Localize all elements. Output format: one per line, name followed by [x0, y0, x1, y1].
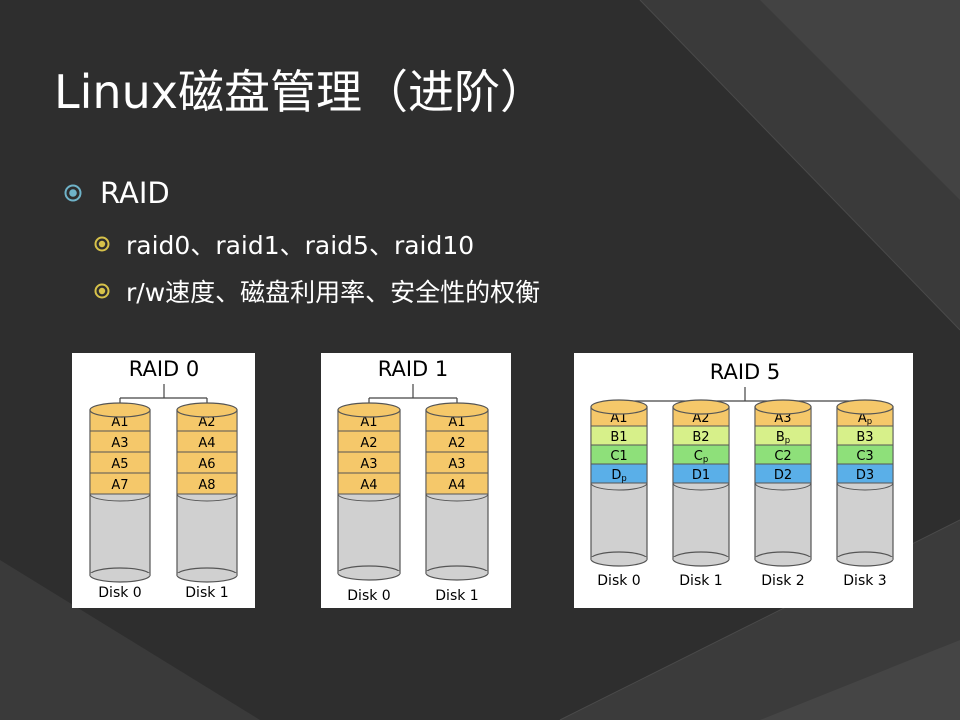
block-label: A3 [111, 436, 128, 451]
block-label: A2 [360, 436, 377, 451]
disk-label: Disk 0 [347, 588, 390, 604]
block-label: A4 [198, 436, 215, 451]
block-curve [672, 482, 730, 491]
disk-body-fill [837, 557, 893, 560]
block-curve [425, 493, 489, 502]
disk-top [89, 402, 151, 418]
stripe-block [590, 463, 648, 484]
parity-subscript: p [785, 435, 790, 445]
diagram-title: RAID 5 [710, 360, 781, 384]
disk-label: Disk 1 [435, 588, 478, 604]
block-label: A1 [610, 411, 627, 426]
block-label: A3 [360, 457, 377, 472]
block-label: A1 [111, 415, 128, 430]
disk-label: Disk 2 [761, 573, 804, 589]
block-label: A8 [198, 478, 215, 493]
disk-body-fill [338, 571, 400, 574]
stripe-block [754, 463, 812, 484]
bullet-text: raid0、raid1、raid5、raid10 [126, 231, 475, 260]
bullet-level2: r/w速度、磁盘利用率、安全性的权衡 [94, 273, 540, 309]
disk-body-fill [673, 557, 729, 560]
block-label: D3 [856, 468, 874, 483]
block-curve [836, 482, 894, 491]
parity-subscript: p [867, 416, 872, 426]
block-label: B1 [610, 430, 627, 445]
stripe-block [89, 472, 151, 495]
disk-label: Disk 1 [185, 585, 228, 601]
block-label: A3 [774, 411, 791, 426]
block-label: D2 [774, 468, 792, 483]
block-label: B2 [692, 430, 709, 445]
stripe-block [836, 463, 894, 484]
parity-subscript: p [703, 454, 708, 464]
block-label: C3 [856, 449, 873, 464]
disk-body-fill [90, 573, 150, 576]
block-label: A2 [448, 436, 465, 451]
block-label: A6 [198, 457, 215, 472]
block-curve [590, 482, 648, 491]
disk-top [836, 399, 894, 415]
disk-top [337, 402, 401, 418]
block-label: C1 [610, 449, 627, 464]
block-label: A1 [448, 415, 465, 430]
bullet-text: r/w速度、磁盘利用率、安全性的权衡 [126, 278, 541, 307]
block-label: B3 [856, 430, 873, 445]
block-label: D1 [692, 468, 710, 483]
disk-label: Disk 0 [98, 585, 141, 601]
circle-bullet-icon [94, 236, 110, 252]
disk-label: Disk 1 [679, 573, 722, 589]
disk-top [672, 399, 730, 415]
block-curve [176, 493, 238, 502]
circle-bullet-icon [94, 283, 110, 299]
disk-top [176, 402, 238, 418]
slide-title: Linux磁盘管理（进阶） [54, 65, 546, 119]
disk-body-fill [177, 573, 237, 576]
block-label: A3 [448, 457, 465, 472]
stripe-block [176, 472, 238, 495]
block-label: A1 [360, 415, 377, 430]
diagram-title: RAID 0 [129, 357, 200, 381]
block-curve [754, 482, 812, 491]
bullet-level2: raid0、raid1、raid5、raid10 [94, 226, 474, 262]
bullet-text: RAID [100, 176, 170, 210]
disk-top [425, 402, 489, 418]
disk-body-fill [591, 557, 647, 560]
block-label: A2 [692, 411, 709, 426]
block-label: A5 [111, 457, 128, 472]
disk-label: Disk 3 [843, 573, 886, 589]
block-curve [337, 493, 401, 502]
stripe-block [672, 463, 730, 484]
block-curve [89, 493, 151, 502]
disk-label: Disk 0 [597, 573, 640, 589]
disk-top [590, 399, 648, 415]
block-label: A7 [111, 478, 128, 493]
disk-top [754, 399, 812, 415]
disk-body-fill [755, 557, 811, 560]
stripe-block [425, 472, 489, 495]
diagram-title: RAID 1 [378, 357, 449, 381]
bullet-level1: RAID [64, 176, 170, 210]
circle-bullet-icon [64, 184, 82, 202]
stripe-block [337, 472, 401, 495]
block-label: C2 [774, 449, 791, 464]
parity-subscript: p [621, 473, 626, 483]
block-label: A2 [198, 415, 215, 430]
block-label: A4 [448, 478, 465, 493]
disk-body-fill [426, 571, 488, 574]
block-label: A4 [360, 478, 377, 493]
